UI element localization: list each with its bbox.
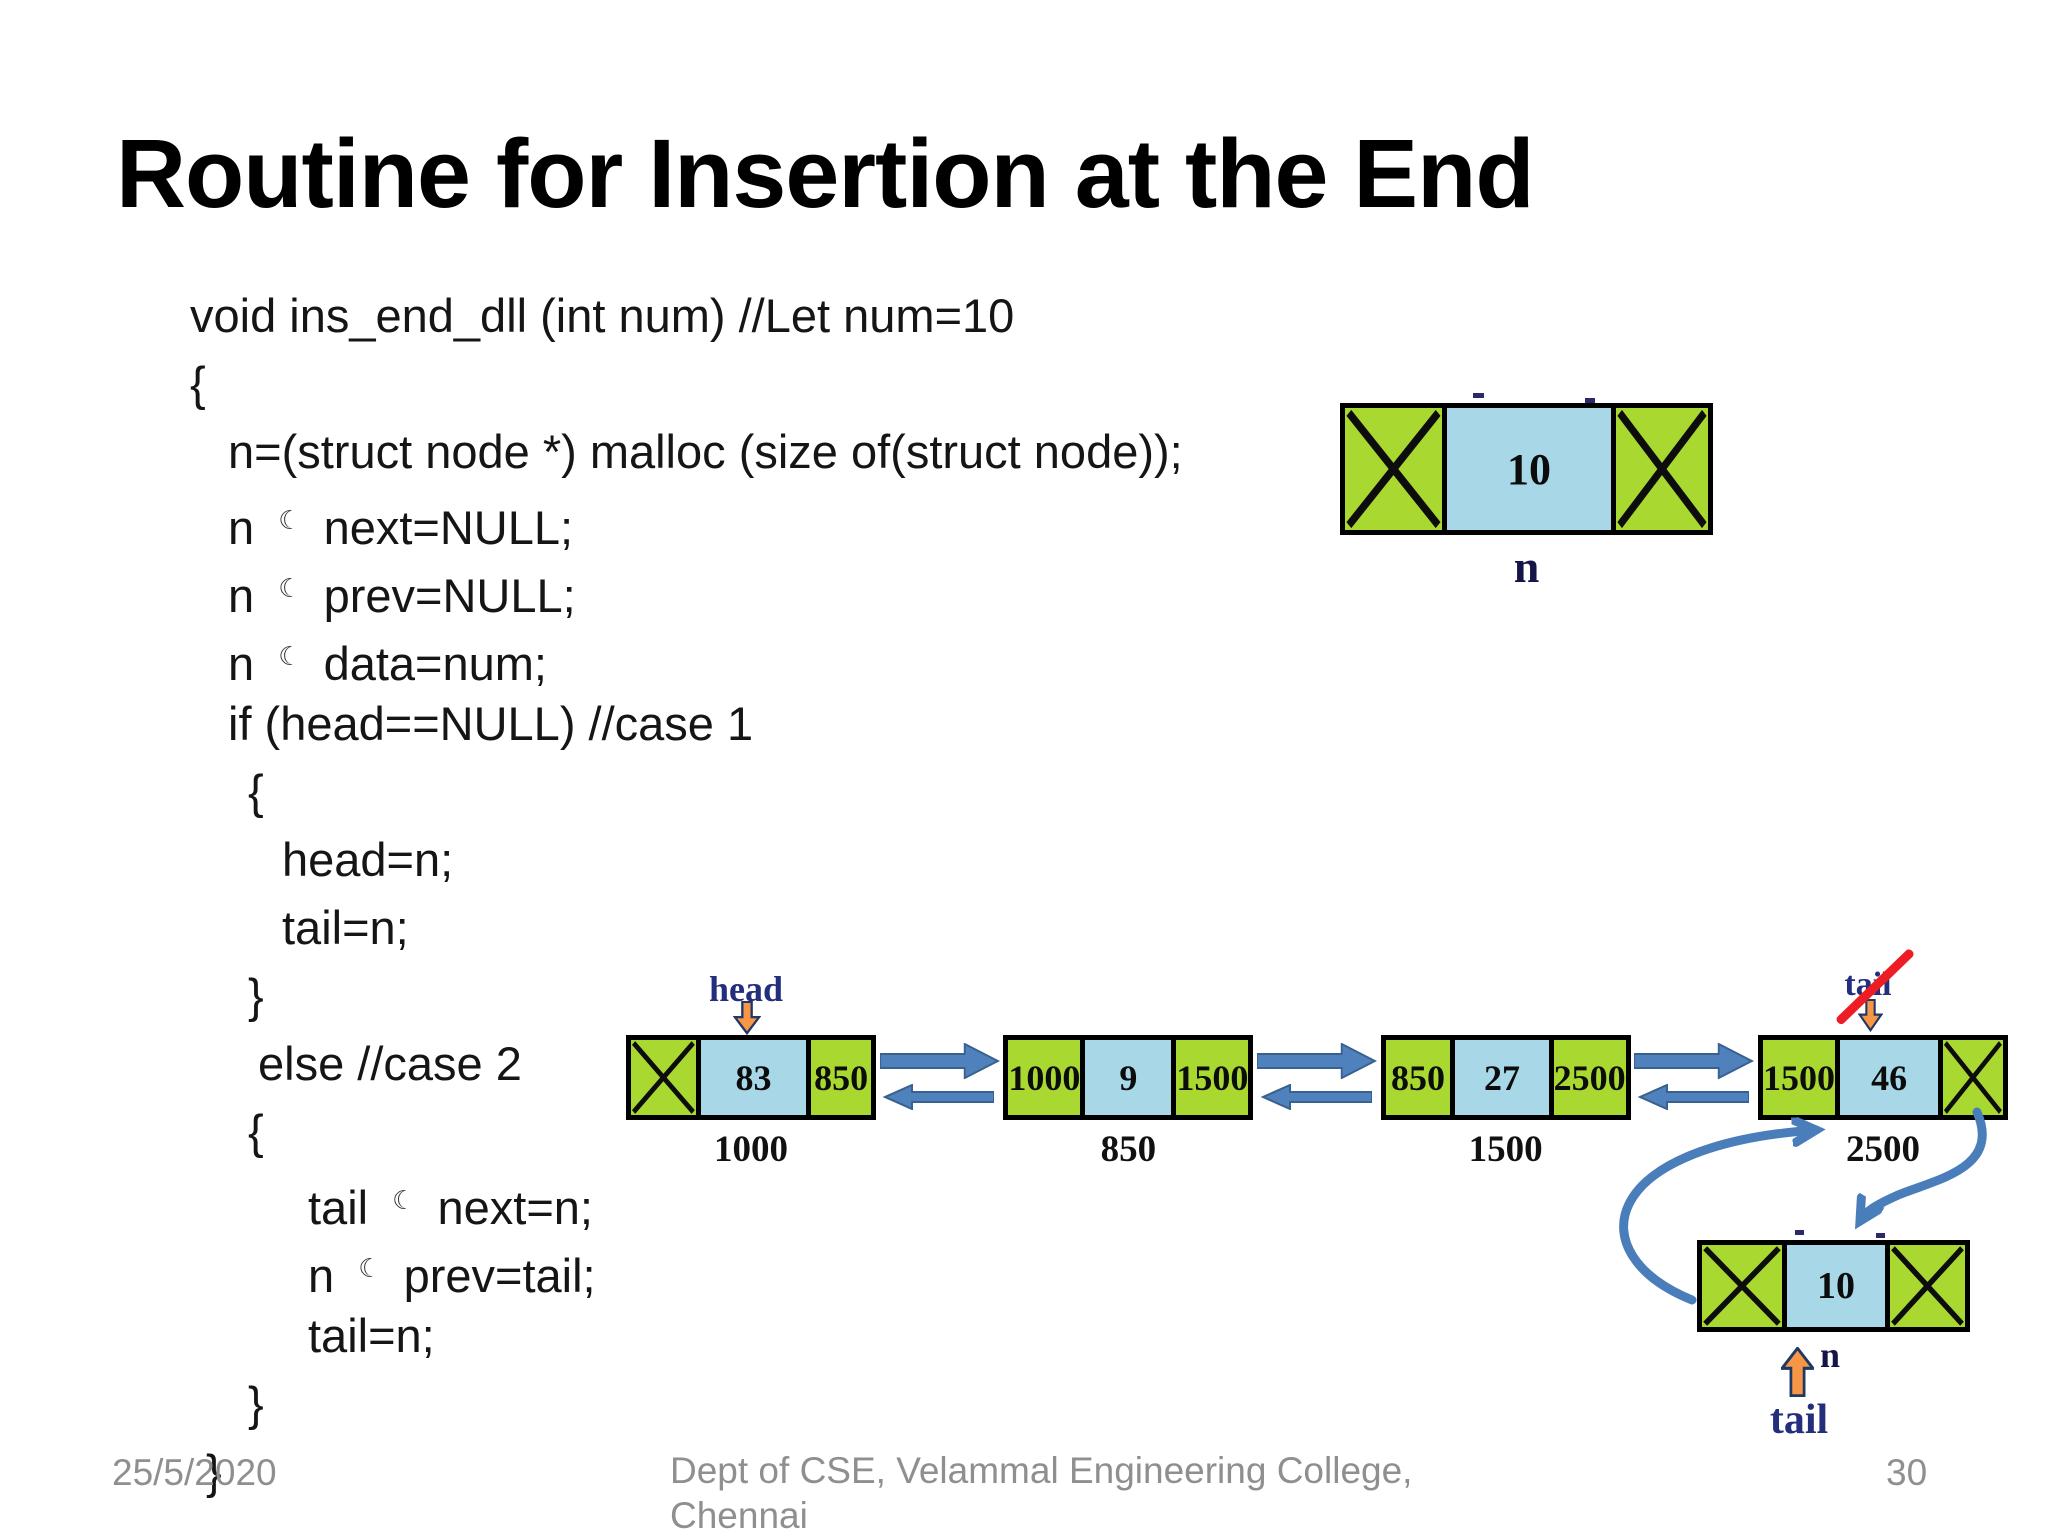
- next-pointer-cell: 2500: [1548, 1040, 1626, 1115]
- next-link-arrow-icon: [879, 1043, 1000, 1079]
- cropped-text-mark: [1585, 398, 1595, 403]
- cropped-text-mark: [1795, 1230, 1804, 1235]
- cropped-text-mark: [1473, 393, 1484, 398]
- link-arrows: [1631, 1035, 1758, 1120]
- footer-department: Dept of CSE, Velammal Engineering Colleg…: [670, 1448, 1430, 1536]
- page-title: Routine for Insertion at the End: [116, 119, 1535, 228]
- next-pointer-cell: 1500: [1171, 1040, 1249, 1115]
- cell-value: 850: [814, 1057, 869, 1098]
- footer-department-line2: Chennai: [670, 1495, 808, 1536]
- code-line: tail=n;: [282, 901, 409, 954]
- cell-value: 1000: [1008, 1057, 1081, 1098]
- pointer-arrow-glyph: ☾: [278, 505, 302, 535]
- data-cell: 83: [695, 1040, 807, 1115]
- cell-value: 27: [1484, 1057, 1521, 1098]
- null-pointer-x-icon: [1944, 1041, 2003, 1114]
- prev-pointer-cell: [631, 1040, 696, 1115]
- code-line: }: [206, 1445, 222, 1498]
- node-value: 10: [1817, 1265, 1855, 1307]
- cell-value: 1500: [1762, 1057, 1835, 1098]
- code-line: n ☾ prev=tail;: [308, 1249, 596, 1302]
- link-arrows: [876, 1035, 1003, 1120]
- code-line: }: [248, 969, 264, 1022]
- code-line: tail=n;: [308, 1309, 435, 1362]
- next-pointer-cell: 850: [806, 1040, 871, 1115]
- cell-value: 46: [1871, 1057, 1908, 1098]
- next-link-arrow-icon: [1257, 1043, 1377, 1079]
- null-pointer-x-icon: [1346, 409, 1441, 529]
- footer-department-line1: Dept of CSE, Velammal Engineering Colleg…: [670, 1450, 1413, 1491]
- cropped-text-mark: [1876, 1233, 1885, 1238]
- cell-value: 83: [735, 1057, 772, 1098]
- head-pointer-arrow-icon: [733, 1001, 761, 1035]
- code-block: void ins_end_dll (int num) //Let num=10 {…: [190, 282, 1183, 1506]
- next-pointer-cell: [1938, 1040, 2003, 1115]
- code-line: n ☾ next=NULL;: [228, 501, 574, 554]
- old-tail-pointer-arrow-icon: [1858, 999, 1883, 1032]
- n-node-label: n: [1819, 1335, 1841, 1375]
- list-node: 1000 9 1500 850: [1003, 1035, 1254, 1170]
- next-link-arrow-icon: [1634, 1043, 1755, 1079]
- new-node-diagram: 10: [1340, 403, 1713, 535]
- pointer-arrow-glyph: ☾: [278, 573, 302, 603]
- pointer-arrow-glyph: ☾: [358, 1253, 382, 1283]
- next-pointer-cell: [1611, 408, 1708, 530]
- code-line: {: [248, 1105, 264, 1158]
- node-address: 1500: [1468, 1129, 1543, 1170]
- null-pointer-x-icon: [1703, 1246, 1781, 1326]
- cell-value: 9: [1119, 1057, 1138, 1098]
- pointer-arrow-glyph: ☾: [392, 1185, 416, 1215]
- data-cell: 9: [1080, 1040, 1172, 1115]
- page-number: 30: [1886, 1452, 1928, 1493]
- prev-pointer-cell: 1000: [1008, 1040, 1081, 1115]
- cell-value: 1500: [1176, 1057, 1249, 1098]
- prev-link-arrow-icon: [882, 1084, 995, 1110]
- link-arrows: [1253, 1035, 1380, 1120]
- prev-link-arrow-icon: [1260, 1084, 1372, 1110]
- cell-value: 850: [1391, 1057, 1446, 1098]
- code-line: {: [190, 357, 206, 410]
- new-node-attached-diagram: 10: [1697, 1240, 1970, 1332]
- prev-pointer-cell: [1345, 408, 1442, 530]
- next-pointer-cell: [1885, 1245, 1965, 1327]
- prev-link-arrow-icon: [1637, 1084, 1750, 1110]
- new-tail-pointer-label: tail: [1769, 1397, 1829, 1443]
- list-node: 1500 46 2500: [1757, 1035, 2008, 1170]
- code-line: else //case 2: [258, 1037, 522, 1090]
- data-cell: 27: [1450, 1040, 1549, 1115]
- cell-value: 2500: [1553, 1057, 1626, 1098]
- node-address: 2500: [1845, 1129, 1920, 1170]
- code-line: void ins_end_dll (int num) //Let num=10: [190, 289, 1015, 342]
- code-line: }: [248, 1377, 264, 1430]
- code-line: n=(struct node *) malloc (size of(struct…: [228, 425, 1183, 478]
- code-line: n ☾ prev=NULL;: [228, 569, 576, 622]
- null-pointer-x-icon: [631, 1041, 695, 1114]
- prev-pointer-cell: 1500: [1762, 1040, 1835, 1115]
- code-line: if (head==NULL) //case 1: [228, 697, 754, 750]
- code-line: tail ☾ next=n;: [308, 1181, 593, 1234]
- tail-up-arrow-icon: [1781, 1347, 1814, 1397]
- code-line: n ☾ data=num;: [228, 637, 547, 690]
- data-cell: 46: [1834, 1040, 1939, 1115]
- n-node-label: n: [1513, 541, 1540, 592]
- pointer-arrow-glyph: ☾: [278, 641, 302, 671]
- code-line: head=n;: [282, 833, 454, 886]
- prev-pointer-cell: [1702, 1245, 1782, 1327]
- prev-pointer-cell: 850: [1385, 1040, 1451, 1115]
- node-address: 850: [1100, 1129, 1157, 1170]
- null-pointer-x-icon: [1617, 409, 1707, 529]
- data-cell: 10: [1442, 408, 1611, 530]
- footer-date: 25/5/2020: [112, 1452, 277, 1493]
- data-cell: 10: [1782, 1245, 1885, 1327]
- list-node: 83 850 1000: [626, 1035, 876, 1170]
- node-value: 10: [1507, 444, 1551, 494]
- node-address: 1000: [714, 1129, 788, 1170]
- null-pointer-x-icon: [1891, 1246, 1964, 1326]
- code-line: {: [248, 765, 264, 818]
